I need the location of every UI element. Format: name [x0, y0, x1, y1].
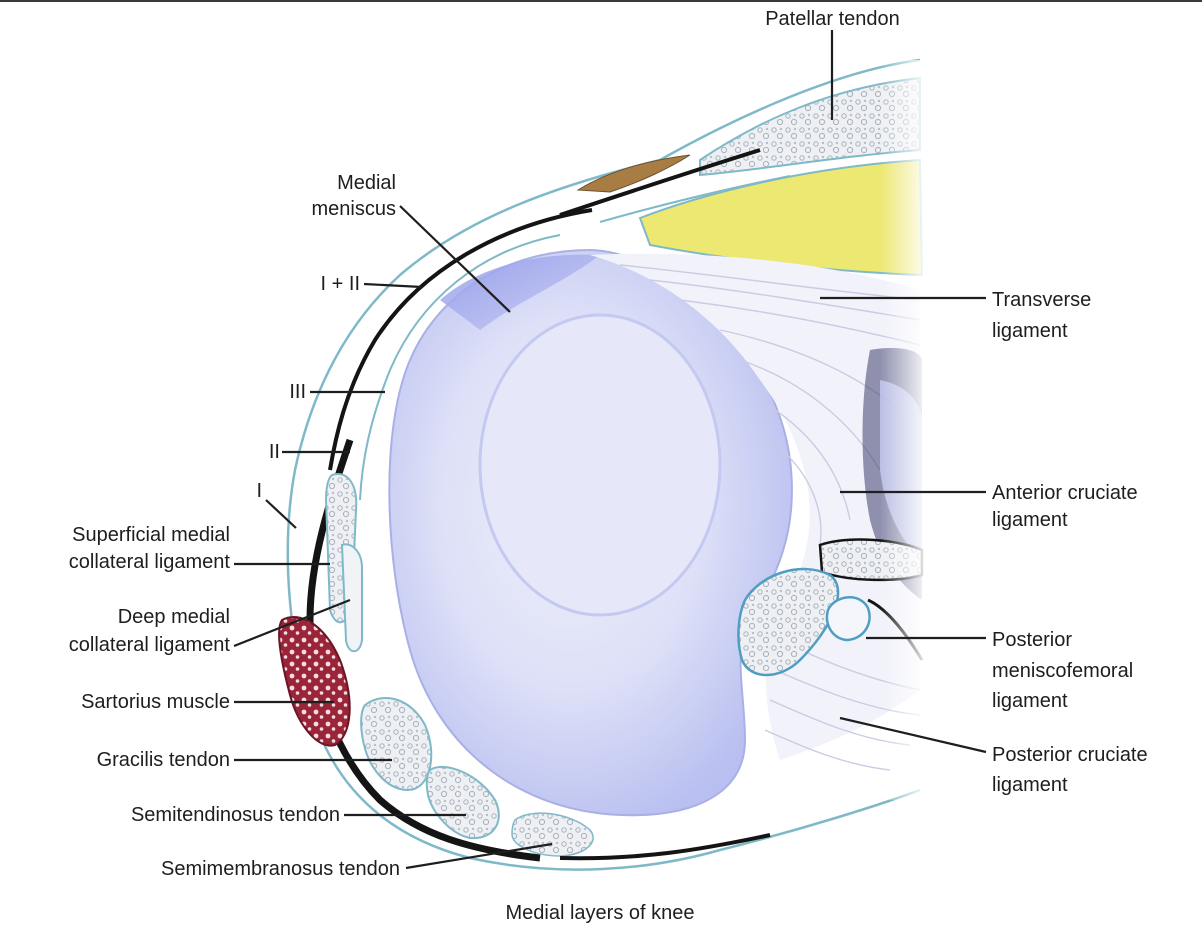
- label-layer-i: I: [232, 478, 262, 504]
- label-acl-line2: ligament: [992, 507, 1068, 533]
- label-medial-meniscus-line2: meniscus: [290, 196, 396, 222]
- label-deep-mcl-line2: collateral ligament: [0, 632, 230, 658]
- label-medial-meniscus-line1: Medial: [290, 170, 396, 196]
- label-semimembranosus: Semimembranosus tendon: [0, 856, 400, 882]
- figure-caption: Medial layers of knee: [430, 900, 770, 926]
- label-pmfl-line2: meniscofemoral: [992, 658, 1133, 684]
- label-transverse-line1: Transverse: [992, 287, 1091, 313]
- label-patellar-tendon: Patellar tendon: [740, 6, 925, 32]
- label-semitendinosus: Semitendinosus tendon: [0, 802, 340, 828]
- label-gracilis: Gracilis tendon: [0, 747, 230, 773]
- label-superficial-mcl-line2: collateral ligament: [0, 549, 230, 575]
- label-transverse-line2: ligament: [992, 318, 1068, 344]
- label-acl-line1: Anterior cruciate: [992, 480, 1138, 506]
- label-layer-ii: II: [240, 439, 280, 465]
- label-deep-mcl-line1: Deep medial: [0, 604, 230, 630]
- label-layer-iii: III: [260, 379, 306, 405]
- label-sartorius: Sartorius muscle: [0, 689, 230, 715]
- meniscofemoral-section: [827, 597, 870, 640]
- tibial-plateau: [480, 315, 720, 615]
- label-superficial-mcl-line1: Superficial medial: [0, 522, 230, 548]
- label-pcl-line2: ligament: [992, 772, 1068, 798]
- label-layer-i-ii: I + II: [290, 271, 360, 297]
- deep-mcl-shape: [342, 544, 362, 651]
- label-pmfl-line3: ligament: [992, 688, 1068, 714]
- label-pmfl-line1: Posterior: [992, 627, 1072, 653]
- label-pcl-line1: Posterior cruciate: [992, 742, 1148, 768]
